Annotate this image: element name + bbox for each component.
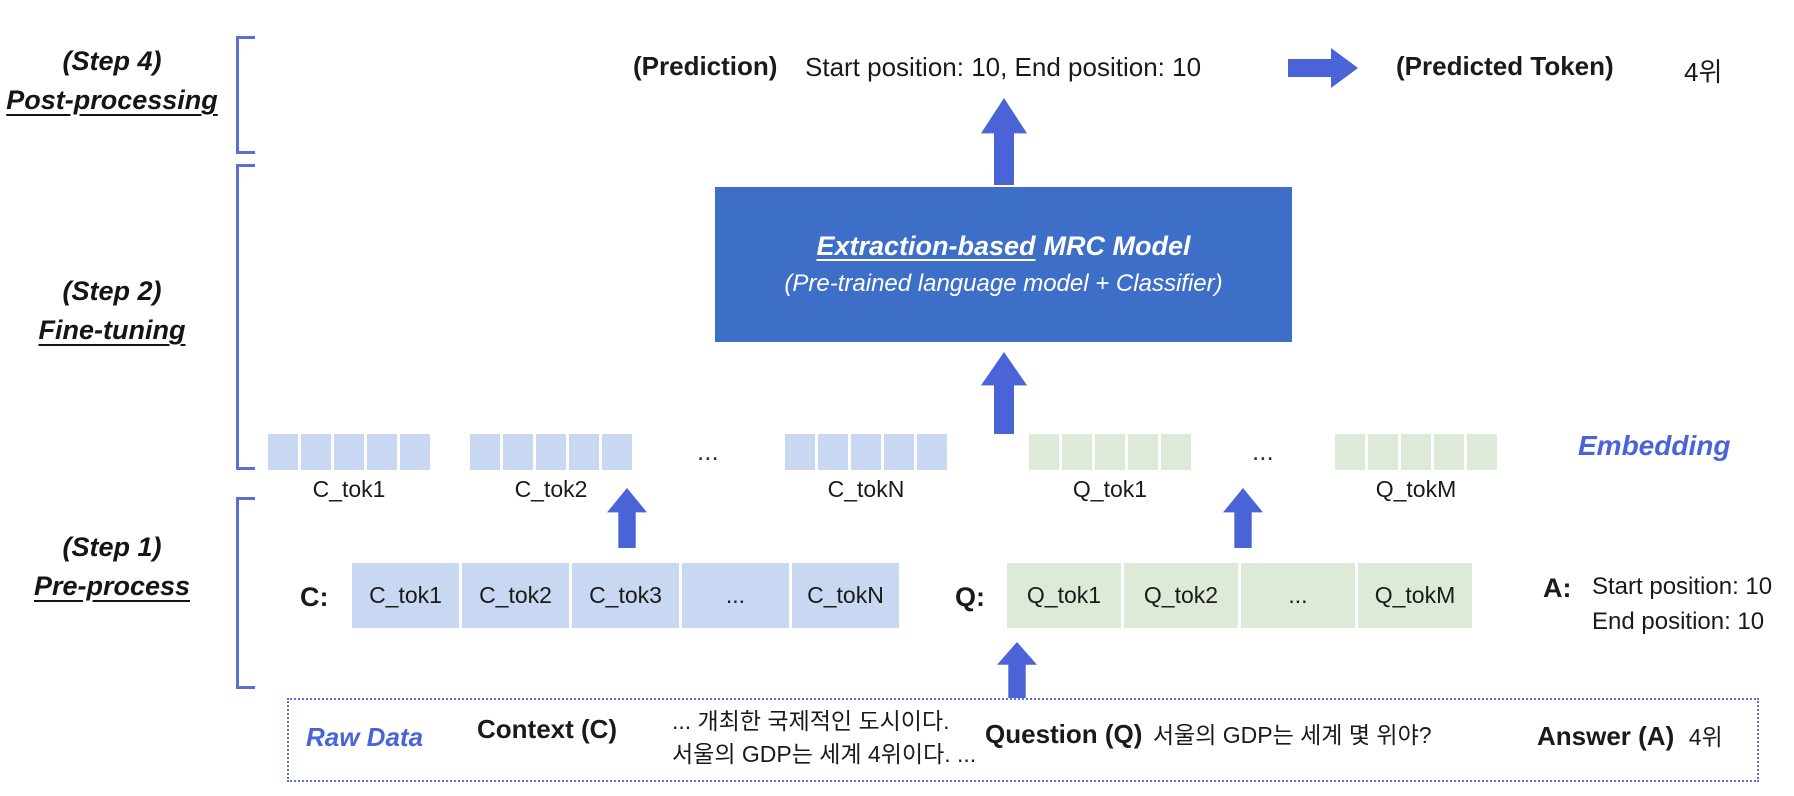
arrow-right-icon (1288, 48, 1358, 88)
step-1-number: (Step 1) (62, 532, 162, 562)
answer-row-label: A: (1543, 573, 1572, 603)
q-token-row: Q_tok1 Q_tok2 ... Q_tokM (1007, 563, 1472, 628)
token-cell: C_tok1 (352, 563, 459, 628)
step-4-number: (Step 4) (62, 46, 162, 76)
token-cell: ... (1241, 563, 1355, 628)
embedding-cell (1029, 434, 1059, 470)
token-cell: Q_tokM (1358, 563, 1472, 628)
answer-end-position: End position: 10 (1592, 608, 1765, 635)
embedding-strip-q-tokM (1335, 434, 1497, 470)
context-text: ... 개최한 국제적인 도시이다. 서울의 GDP는 세계 4위이다. ... (672, 705, 976, 771)
context-label: Context (C) (477, 714, 618, 744)
q-row-label: Q: (955, 582, 985, 612)
question-block: Question (Q) 서울의 GDP는 세계 몇 위야? (985, 716, 1432, 750)
embedding-cell (851, 434, 881, 470)
answer-block: Answer (A) 4위 (1537, 718, 1723, 752)
arrow-up-icon (981, 98, 1027, 185)
embedding-strip-label: C_tokN (827, 476, 905, 502)
embedding-strip-c-tok1 (268, 434, 430, 470)
embedding-cell (1161, 434, 1191, 470)
step-1-name: Pre-process (33, 571, 191, 601)
token-cell: ... (682, 563, 789, 628)
embedding-cell (569, 434, 599, 470)
step-4-name: Post-processing (6, 85, 218, 115)
arrow-up-icon (997, 642, 1037, 698)
token-cell: Q_tok2 (1124, 563, 1238, 628)
token-cell: C_tokN (792, 563, 899, 628)
arrow-up-icon (1223, 488, 1263, 548)
embedding-strip-label: C_tok2 (514, 476, 588, 502)
embedding-strip-label: Q_tokM (1375, 476, 1457, 502)
step-2-name: Fine-tuning (38, 315, 186, 345)
embedding-cell (536, 434, 566, 470)
answer-value: 4위 (1688, 724, 1723, 750)
embedding-cell (818, 434, 848, 470)
embedding-strip-c-tok2 (470, 434, 632, 470)
embedding-cell (301, 434, 331, 470)
step-2-bracket (236, 164, 255, 470)
embedding-cell (470, 434, 500, 470)
embedding-cell (1095, 434, 1125, 470)
token-cell: Q_tok1 (1007, 563, 1121, 628)
step-4-bracket (236, 36, 255, 154)
embedding-cell (602, 434, 632, 470)
answer-start-position: Start position: 10 (1592, 573, 1773, 600)
raw-data-label: Raw Data (306, 722, 424, 752)
raw-data-box (287, 698, 1759, 782)
step-1-label: (Step 1) Pre-process (2, 528, 222, 606)
model-title-rest: MRC Model (1043, 231, 1191, 261)
context-text-line2: 서울의 GDP는 세계 4위이다. ... (672, 741, 977, 767)
arrow-up-icon (607, 488, 647, 548)
embedding-strip-label: C_tok1 (312, 476, 386, 502)
embedding-ellipsis: ... (1252, 436, 1274, 466)
embedding-strip-q-tok1 (1029, 434, 1191, 470)
embedding-strip-c-tokN (785, 434, 947, 470)
step-1-bracket (236, 497, 255, 689)
c-row-label: C: (300, 582, 329, 612)
embedding-label: Embedding (1578, 430, 1731, 461)
prediction-label: (Prediction) (633, 51, 778, 81)
predicted-token-value: 4위 (1684, 57, 1723, 87)
predicted-token-label: (Predicted Token) (1396, 51, 1614, 81)
step-2-number: (Step 2) (62, 276, 162, 306)
question-text: 서울의 GDP는 세계 몇 위야? (1152, 722, 1432, 748)
embedding-cell (1434, 434, 1464, 470)
context-text-line1: ... 개최한 국제적인 도시이다. (672, 708, 950, 734)
arrow-up-icon (981, 352, 1027, 434)
embedding-cell (1335, 434, 1365, 470)
c-token-row: C_tok1 C_tok2 C_tok3 ... C_tokN (352, 563, 899, 628)
embedding-cell (334, 434, 364, 470)
answer-label: Answer (A) (1537, 721, 1675, 751)
embedding-cell (1368, 434, 1398, 470)
step-4-label: (Step 4) Post-processing (2, 42, 222, 120)
step-2-label: (Step 2) Fine-tuning (2, 272, 222, 350)
embedding-ellipsis: ... (697, 436, 719, 466)
model-subtitle: (Pre-trained language model + Classifier… (784, 270, 1223, 297)
embedding-cell (503, 434, 533, 470)
embedding-cell (400, 434, 430, 470)
embedding-cell (1467, 434, 1497, 470)
embedding-cell (1062, 434, 1092, 470)
embedding-cell (917, 434, 947, 470)
embedding-cell (785, 434, 815, 470)
embedding-strip-label: Q_tok1 (1072, 476, 1148, 502)
prediction-positions: Start position: 10, End position: 10 (805, 52, 1202, 82)
embedding-cell (1128, 434, 1158, 470)
embedding-cell (268, 434, 298, 470)
model-title-emphasis: Extraction-based (816, 231, 1036, 261)
embedding-cell (1401, 434, 1431, 470)
embedding-cell (367, 434, 397, 470)
embedding-cell (884, 434, 914, 470)
token-cell: C_tok3 (572, 563, 679, 628)
token-cell: C_tok2 (462, 563, 569, 628)
question-label: Question (Q) (985, 719, 1143, 749)
